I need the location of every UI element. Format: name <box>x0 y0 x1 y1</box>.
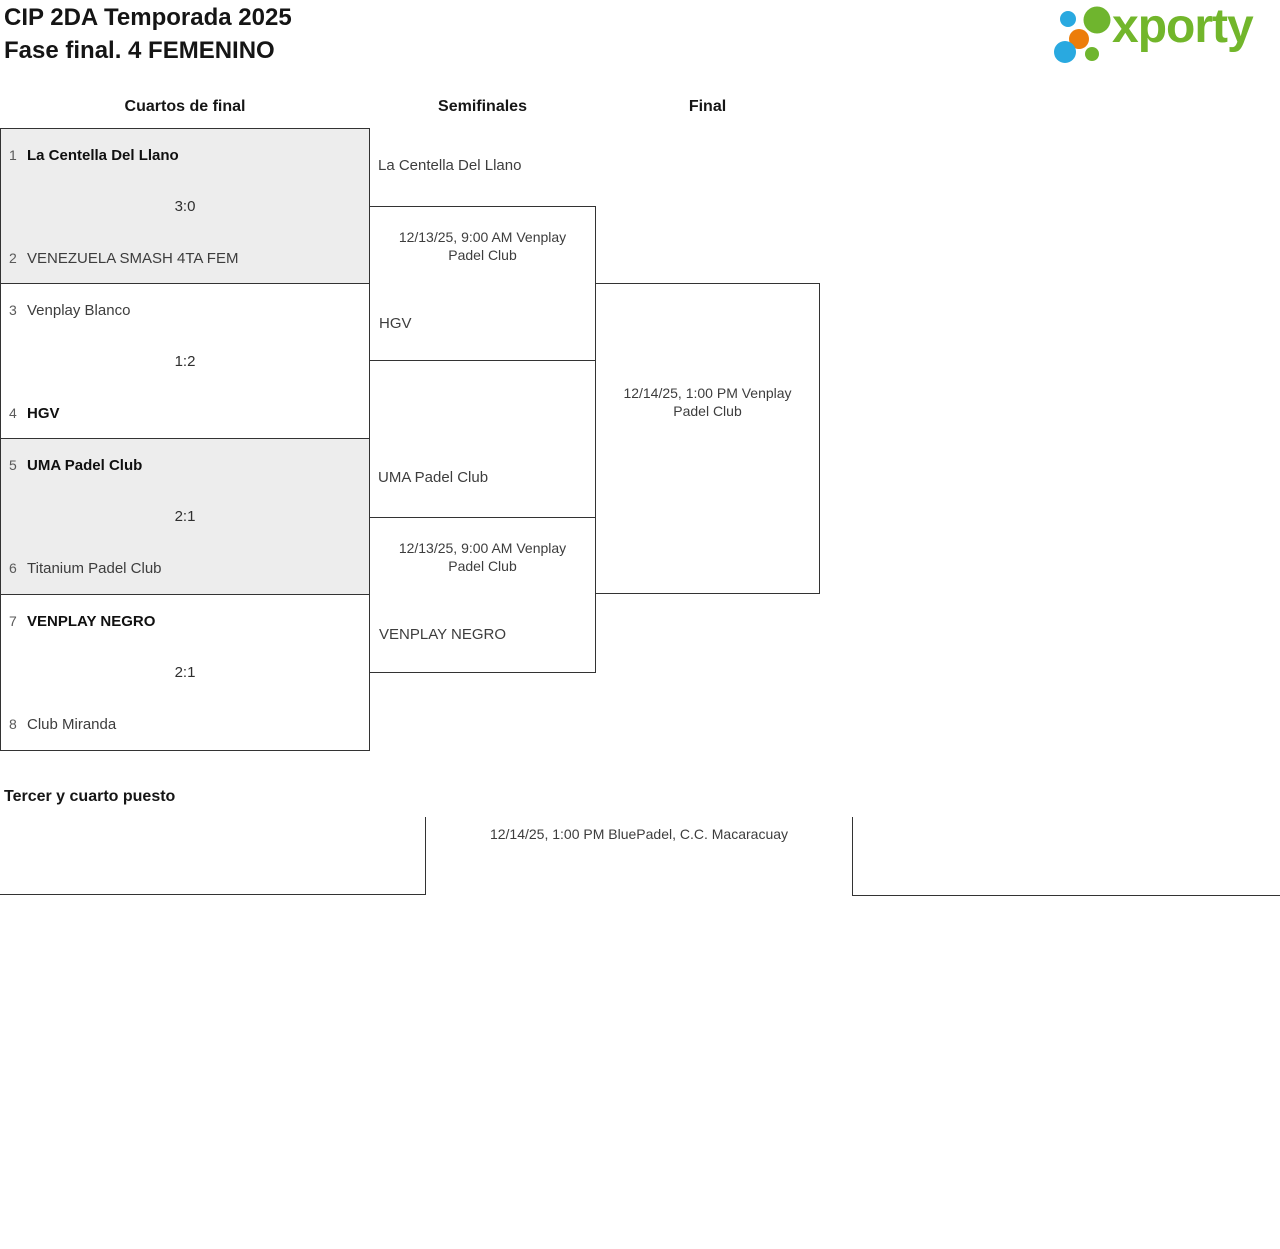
xporty-logo-text: xporty <box>1112 0 1254 53</box>
team-name-winner: La Centella Del Llano <box>27 147 179 164</box>
match-schedule: 12/14/25, 1:00 PM BluePadel, C.C. Macara… <box>489 826 789 842</box>
team-name: Club Miranda <box>27 716 117 733</box>
team-name-winner: UMA Padel Club <box>27 457 143 474</box>
seed-number: 7 <box>9 613 17 629</box>
semifinal-1-team-top: La Centella Del Llano <box>378 157 522 174</box>
quarterfinal-match-2: 3 Venplay Blanco 1:2 4 HGV <box>0 283 370 439</box>
logo-dot-orange <box>1069 29 1089 49</box>
phase-name: Fase final. 4 FEMENINO <box>4 37 275 64</box>
match-score: 1:2 <box>174 353 196 370</box>
third-place-heading: Tercer y cuarto puesto <box>4 788 176 805</box>
tournament-name: CIP 2DA Temporada 2025 <box>4 4 292 31</box>
match-score: 2:1 <box>174 508 196 525</box>
third-place-right-slot <box>852 817 1280 896</box>
semifinal-match-2: 12/13/25, 9:00 AM Venplay Padel Club VEN… <box>369 517 596 673</box>
third-place-left-slot <box>0 817 426 895</box>
semifinal-2-team-top: UMA Padel Club <box>378 469 489 486</box>
seed-number: 2 <box>9 250 17 266</box>
round-header-final: Final <box>688 98 727 115</box>
team-name: Venplay Blanco <box>27 302 131 319</box>
team-name-winner: HGV <box>27 405 60 422</box>
logo-dot-green-large <box>1083 6 1111 34</box>
semifinal-match-1: 12/13/25, 9:00 AM Venplay Padel Club HGV <box>369 206 596 361</box>
seed-number: 6 <box>9 560 17 576</box>
seed-number: 8 <box>9 716 17 732</box>
match-schedule: 12/13/25, 9:00 AM Venplay Padel Club <box>398 540 567 574</box>
team-name: Titanium Padel Club <box>27 560 162 577</box>
team-name: VENEZUELA SMASH 4TA FEM <box>27 250 239 267</box>
match-score: 2:1 <box>174 664 196 681</box>
match-schedule: 12/14/25, 1:00 PM Venplay Padel Club <box>623 385 792 419</box>
team-name-winner: VENPLAY NEGRO <box>27 613 156 630</box>
round-header-quarterfinals: Cuartos de final <box>124 98 246 115</box>
quarterfinal-match-4: 7 VENPLAY NEGRO 2:1 8 Club Miranda <box>0 594 370 751</box>
match-score: 3:0 <box>174 198 196 215</box>
match-schedule: 12/13/25, 9:00 AM Venplay Padel Club <box>398 229 567 263</box>
seed-number: 5 <box>9 457 17 473</box>
final-match: 12/14/25, 1:00 PM Venplay Padel Club <box>595 283 820 594</box>
seed-number: 1 <box>9 147 17 163</box>
seed-number: 3 <box>9 302 17 318</box>
quarterfinal-match-1: 1 La Centella Del Llano 3:0 2 VENEZUELA … <box>0 128 370 284</box>
xporty-logo[interactable]: xporty <box>1048 0 1278 64</box>
quarterfinal-match-3: 5 UMA Padel Club 2:1 6 Titanium Padel Cl… <box>0 438 370 595</box>
semifinal-2-team-bottom: VENPLAY NEGRO <box>379 626 506 643</box>
logo-dot-green-small <box>1085 47 1099 61</box>
logo-dot-blue-large <box>1054 41 1076 63</box>
logo-dot-blue-small <box>1060 11 1076 27</box>
semifinal-1-team-bottom: HGV <box>379 315 412 332</box>
xporty-logo-icon <box>1054 6 1111 63</box>
seed-number: 4 <box>9 405 17 421</box>
round-header-semifinals: Semifinales <box>438 98 527 115</box>
